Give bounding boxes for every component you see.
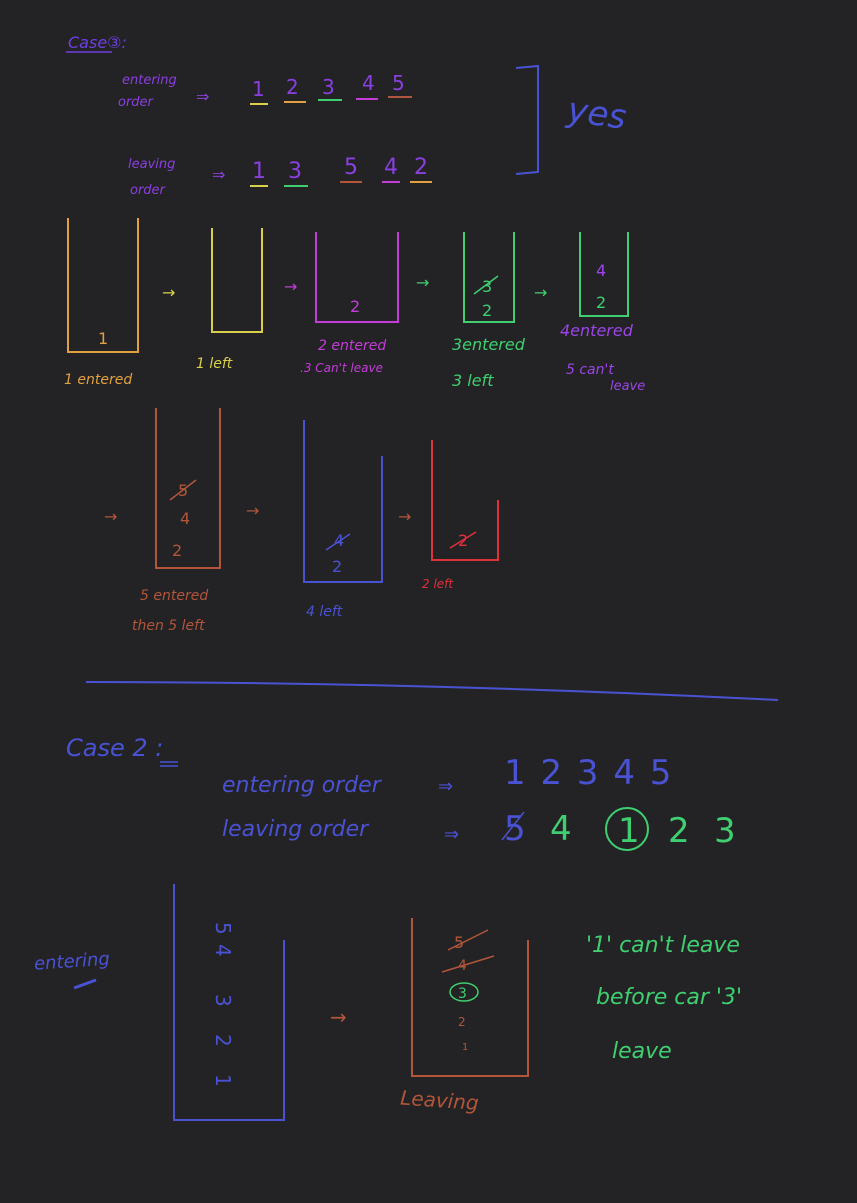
stack-3-item: 2 (350, 297, 360, 316)
case2-arrow-2: ⇒ (444, 824, 459, 845)
case2-left-item-4: 4 (211, 944, 235, 957)
case3-title: Case③: (68, 33, 127, 52)
case2-leaving-label: leaving order (222, 817, 370, 842)
arrow-5-6: → (104, 507, 117, 526)
case2-right-stack: 5 4 3 2 1 Leaving (399, 918, 529, 1115)
case2-leave-digit-2: 2 (668, 811, 690, 851)
case2-right-item-2: 2 (458, 1015, 466, 1029)
case2-note-line-2: before car '3' (596, 985, 742, 1010)
stack-3-caption-2: .3 Can't leave (300, 361, 383, 375)
arrow-7-8: → (398, 507, 411, 526)
case2-highlight-circle (605, 807, 649, 851)
stack-3-caption-1: 2 entered (318, 338, 386, 354)
case3-entering-label-2: order (118, 95, 155, 110)
case3-leaving-label: leaving (128, 157, 175, 172)
stack-6-caption-2: then 5 left (132, 618, 205, 634)
case2-right-item-5: 5 (454, 933, 464, 952)
case2-left-stack: entering 5 4 3 2 1 (33, 884, 285, 1121)
case3-enter-digit-5: 5 (392, 71, 405, 95)
stack-5-item-2: 2 (596, 293, 606, 312)
case2-right-stack-contents: 5 4 3 2 1 (441, 929, 495, 1053)
stack-5-caption-2: 5 can't (566, 362, 614, 378)
case2-title: Case 2 : (66, 734, 163, 762)
case2-leaving-side-label: Leaving (399, 1086, 479, 1115)
case2-transfer-arrow: → (330, 1005, 347, 1029)
case2-left-item-3: 3 (211, 994, 235, 1007)
case2-right-highlight (449, 982, 479, 1002)
stack-1-item: 1 (98, 329, 108, 348)
case3-leaving-digits: 1 3 5 4 2 (252, 155, 428, 184)
arrow-6-7: → (246, 501, 259, 520)
stack-1-caption: 1 entered (64, 372, 132, 388)
case3-leave-digit-1: 1 (252, 159, 266, 184)
case3-leaving-underlines (250, 181, 432, 187)
case3-leave-digit-5: 2 (414, 155, 428, 180)
arrow-4-5: → (534, 283, 547, 302)
case2-entering-digits: 1 2 3 4 5 (504, 753, 673, 793)
case2-leave-digit-3: 3 (714, 811, 736, 851)
case3-arrow-1: ⇒ (196, 87, 209, 106)
case3-arrow-2: ⇒ (212, 165, 225, 184)
case2-left-item-1: 1 (211, 1074, 235, 1087)
stack-5-caption-3: leave (610, 379, 645, 394)
case3-enter-digit-4: 4 (362, 71, 375, 95)
case3-enter-digit-2: 2 (286, 75, 299, 99)
case2-note-line-3: leave (612, 1039, 672, 1064)
stack-4: 3 2 3entered 3 left (452, 232, 526, 390)
arrow-1-2: → (162, 283, 175, 302)
stack-2-caption: 1 left (196, 356, 233, 372)
case2-leave-digit-4: 4 (550, 809, 572, 849)
stack-7-caption: 4 left (306, 604, 343, 620)
case2-note-line-1: '1' can't leave (586, 933, 740, 958)
stack-4-item-3: 3 (482, 277, 492, 296)
stack-6-item-2: 2 (172, 541, 182, 560)
case3-enter-digit-3: 3 (322, 75, 335, 99)
case2-left-item-5: 5 (211, 922, 235, 935)
case3-entering-underlines (250, 96, 412, 105)
arrow-2-3: → (284, 277, 297, 296)
stack-5-item-4: 4 (596, 261, 606, 280)
case2-arrow-1: ⇒ (438, 776, 453, 797)
stack-1: 1 1 entered (64, 218, 139, 388)
case2-entering-label: entering order (222, 773, 383, 798)
case2-leave-digit-5: 5 (504, 809, 526, 849)
case2-entering-side-label: entering (33, 949, 110, 975)
stack-2: 1 left (196, 228, 263, 372)
case3-entering-label: entering (122, 73, 177, 88)
stack-6: 5 4 2 5 entered then 5 left (132, 408, 221, 634)
stack-6-caption-1: 5 entered (140, 588, 208, 604)
stack-8: 2 2 left (422, 440, 499, 591)
stack-4-caption-1: 3entered (452, 335, 526, 354)
case2-leave-digit-1: 1 (618, 811, 640, 851)
case2-right-item-3: 3 (458, 986, 467, 1002)
case3-entering-digits: 1 2 3 4 5 (252, 71, 405, 101)
stack-3: 2 2 entered .3 Can't leave (300, 232, 399, 375)
stack-7-item-2: 2 (332, 557, 342, 576)
stack-5-caption-1: 4entered (560, 321, 634, 340)
case2-header: Case 2 : entering order ⇒ 1 2 3 4 5 leav… (66, 734, 736, 851)
case3-leave-digit-3: 5 (344, 155, 358, 180)
case3-header: Case③: entering order ⇒ 1 2 3 4 5 leavin… (66, 33, 629, 198)
case2-left-item-2: 2 (211, 1034, 235, 1047)
case3-enter-digit-1: 1 (252, 77, 265, 101)
case2-right-item-1: 1 (462, 1042, 468, 1053)
stack-8-caption: 2 left (422, 577, 454, 591)
stack-7: 4 2 4 left (303, 420, 383, 620)
case3-leave-digit-2: 3 (288, 159, 302, 184)
case2-left-stack-contents: 5 4 3 2 1 (211, 922, 235, 1087)
case2-leaving-digits: 5 4 1 2 3 (501, 807, 736, 851)
case3-verdict: yes (564, 90, 629, 138)
stack-4-caption-2: 3 left (452, 371, 494, 390)
stack-4-item-2: 2 (482, 301, 492, 320)
case2-note: '1' can't leave before car '3' leave (586, 933, 742, 1064)
section-divider (85, 681, 779, 701)
case3-leave-digit-4: 4 (384, 155, 398, 180)
stack-6-item-4: 4 (180, 509, 190, 528)
stack-5: 4 2 4entered 5 can't leave (560, 232, 645, 394)
case3-leaving-label-2: order (130, 183, 167, 198)
case3-bracket (515, 64, 539, 175)
arrow-3-4: → (416, 273, 429, 292)
